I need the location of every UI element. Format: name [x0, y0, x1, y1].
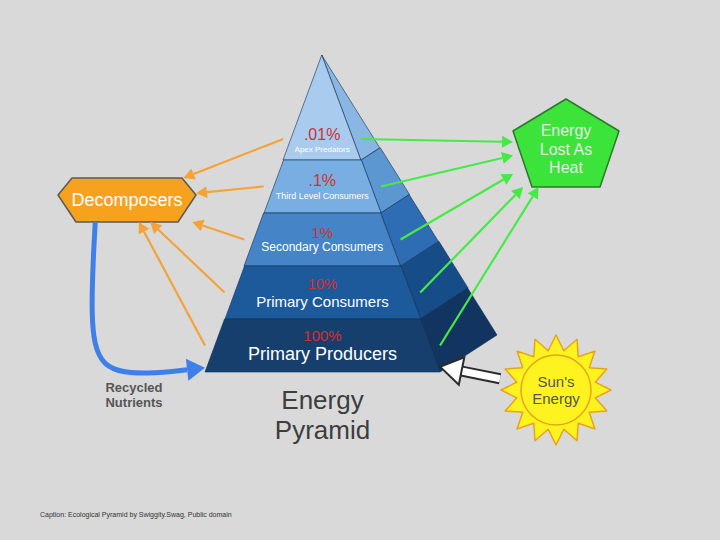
- sun-node: Sun's Energy: [500, 334, 612, 446]
- connector-arrow: [462, 371, 500, 379]
- pentagon-shape: [513, 99, 619, 187]
- text-stack: Energy Lost As Heat: [513, 99, 619, 187]
- diagram-title: Energy Pyramid: [255, 386, 390, 446]
- pyramid-band: .1%Third Level Consumers: [264, 160, 381, 213]
- text-stack: .01%Apex Predators: [283, 55, 361, 160]
- sun-disc: [521, 355, 591, 425]
- node-label: Energy Lost As Heat: [529, 122, 603, 177]
- pentagon-shape: [58, 178, 196, 222]
- percentage-label: 100%: [303, 327, 341, 344]
- node-label: Sun's Energy: [525, 373, 587, 408]
- trophic-level-name: Apex Predators: [295, 145, 350, 154]
- heat-pentagon: Energy Lost As Heat: [513, 99, 619, 187]
- text-stack: 1%Secondary Consumers: [244, 213, 400, 266]
- trophic-level-name: Primary Producers: [248, 344, 397, 365]
- caption: Caption: Ecological Pyramid by Swiggity.…: [40, 511, 460, 519]
- percentage-label: .01%: [304, 126, 340, 144]
- text-stack: Decomposers: [58, 178, 196, 222]
- text-stack: 10%Primary Consumers: [225, 266, 421, 319]
- band-front-face: [205, 319, 440, 372]
- percentage-label: .1%: [308, 172, 336, 190]
- band-front-face: [244, 213, 400, 266]
- connector-arrow: [361, 139, 502, 142]
- pyramid-band: 1%Secondary Consumers: [244, 213, 400, 266]
- decomposer-pentagon: Decomposers: [58, 178, 196, 222]
- band-front-face: [225, 266, 421, 319]
- text-stack: 100%Primary Producers: [205, 319, 440, 372]
- pyramid-band: .01%Apex Predators: [283, 55, 361, 160]
- node-label: Decomposers: [71, 190, 182, 211]
- text-stack: .1%Third Level Consumers: [264, 160, 381, 213]
- text-stack: Sun's Energy: [500, 334, 612, 446]
- connector-arrow: [158, 230, 224, 293]
- connector-outline: [462, 371, 500, 379]
- trophic-level-name: Third Level Consumers: [276, 191, 369, 201]
- edge-label: Recycled Nutrients: [98, 381, 170, 411]
- pyramid-band: 10%Primary Consumers: [225, 266, 421, 319]
- shape-canvas: [283, 55, 361, 160]
- connector-arrow: [203, 226, 244, 240]
- band-front-face: [283, 55, 361, 160]
- connector-arrow: [381, 158, 502, 187]
- pyramid-band: 100%Primary Producers: [205, 319, 440, 372]
- percentage-label: 1%: [311, 224, 333, 241]
- connector-arrow: [194, 139, 284, 174]
- sun-star: [501, 335, 611, 445]
- trophic-level-name: Secondary Consumers: [261, 241, 383, 255]
- percentage-label: 10%: [307, 275, 337, 292]
- trophic-level-name: Primary Consumers: [256, 293, 389, 310]
- connector-arrow: [144, 232, 205, 346]
- band-front-face: [264, 160, 381, 213]
- connector-arrow: [207, 187, 264, 193]
- connector-arrow: [92, 222, 187, 373]
